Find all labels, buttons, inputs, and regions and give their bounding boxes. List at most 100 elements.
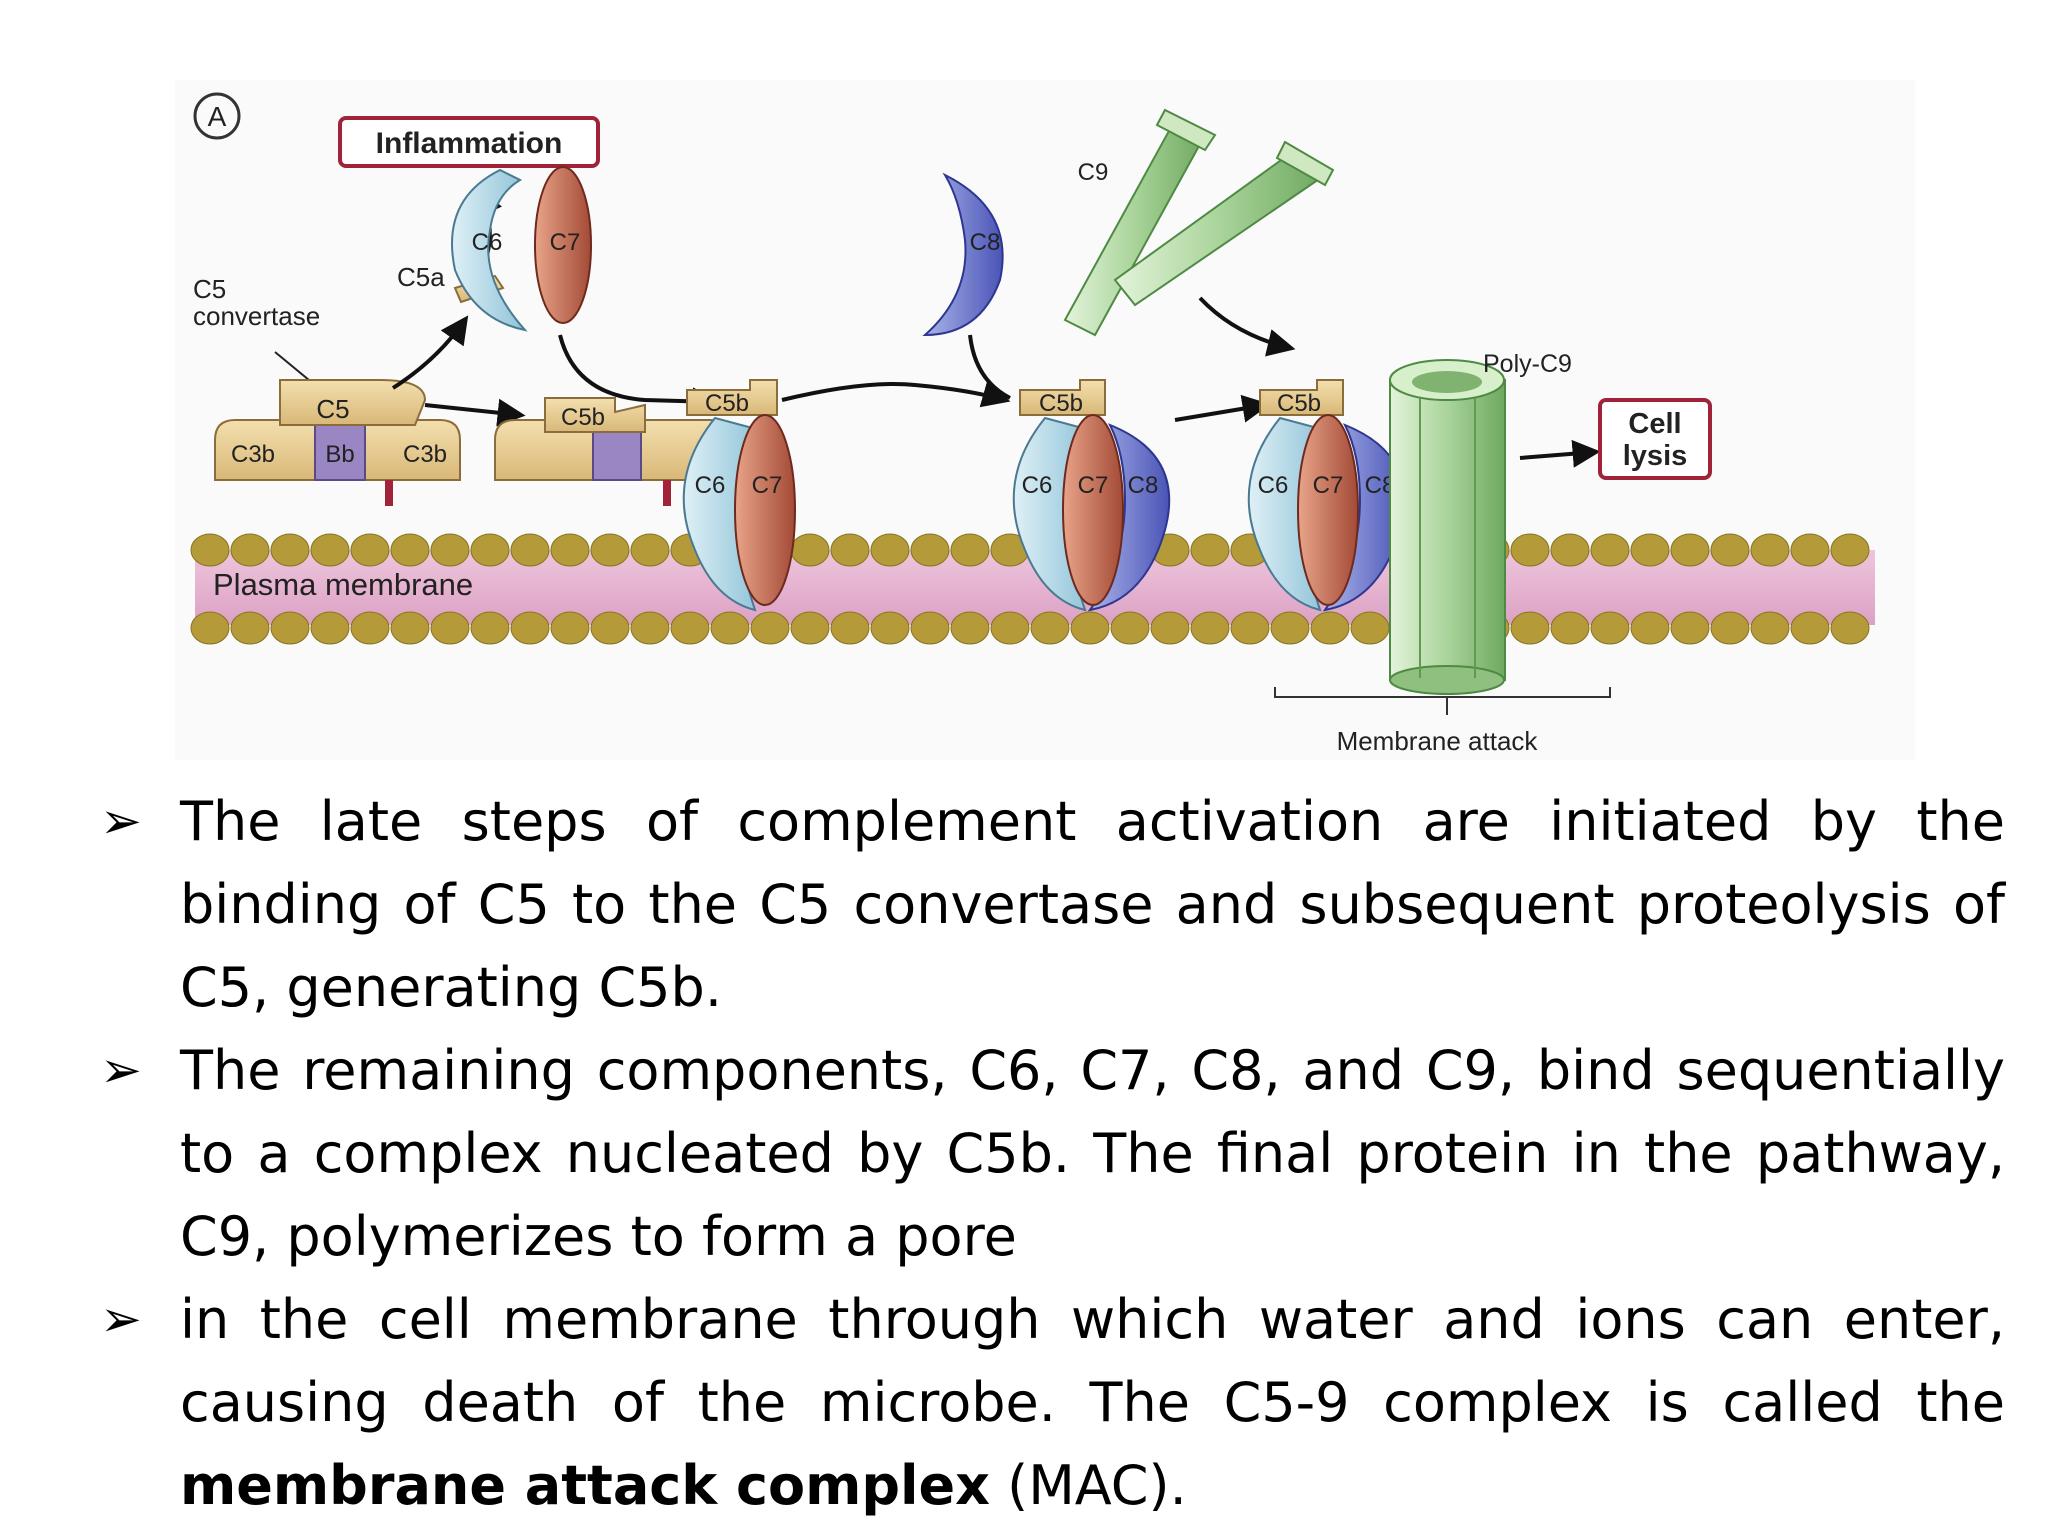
c9-monomers: C9 xyxy=(1063,108,1335,337)
lipid-head xyxy=(310,533,350,567)
lipid-head xyxy=(1350,611,1390,645)
lipid-head xyxy=(230,533,270,567)
lipid-head xyxy=(1070,611,1110,645)
lipid-head xyxy=(390,611,430,645)
lipid-head xyxy=(1510,611,1550,645)
lipid-head xyxy=(1590,533,1630,567)
svg-text:A: A xyxy=(208,101,227,132)
lipid-head xyxy=(670,611,710,645)
lipid-head xyxy=(1710,611,1750,645)
bb-label: Bb xyxy=(325,441,354,468)
svg-text:Cell: Cell xyxy=(1628,408,1681,440)
svg-text:C7: C7 xyxy=(550,229,581,256)
arrow-to-c5a xyxy=(391,315,469,390)
lipid-head xyxy=(1790,533,1830,567)
membrane-attack-label: Membrane attack xyxy=(1337,726,1539,756)
svg-text:C7: C7 xyxy=(752,472,783,499)
lipid-head xyxy=(870,611,910,645)
arrow-step-3 xyxy=(781,380,1011,408)
lipid-head xyxy=(1550,533,1590,567)
lipid-head xyxy=(1270,611,1310,645)
lipid-head xyxy=(1750,611,1790,645)
c5b-label-2: C5b xyxy=(561,404,605,431)
lipid-head xyxy=(790,611,830,645)
lipid-head xyxy=(430,533,470,567)
svg-text:C5b: C5b xyxy=(1039,390,1083,417)
lipid-head xyxy=(1190,533,1230,567)
lipid-head xyxy=(1110,611,1150,645)
lipid-head xyxy=(1630,611,1670,645)
lipid-head xyxy=(910,611,950,645)
bullet-arrow-icon: ➢ xyxy=(100,1041,142,1099)
svg-text:C8: C8 xyxy=(970,229,1001,256)
lipid-head xyxy=(1310,611,1350,645)
svg-text:C6: C6 xyxy=(472,229,503,256)
lipid-head xyxy=(950,611,990,645)
lipid-head xyxy=(190,533,230,567)
plasma-membrane xyxy=(190,533,1875,645)
c5b-c8-in-mac: C5b C6 C7 C8 xyxy=(1247,379,1406,612)
lipid-head xyxy=(1830,611,1870,645)
svg-text:C6: C6 xyxy=(1022,472,1053,499)
lipid-head xyxy=(550,611,590,645)
lipid-head xyxy=(590,533,630,567)
c3b-label-left: C3b xyxy=(231,441,275,468)
lipid-head xyxy=(1230,611,1270,645)
lipid-head xyxy=(710,611,750,645)
bullet-arrow-icon: ➢ xyxy=(100,792,142,850)
c5b-c6-c7-complex: C5b C6 C7 xyxy=(682,379,796,612)
lipid-head xyxy=(790,533,830,567)
c6-free: C6 xyxy=(451,168,528,332)
lipid-head xyxy=(1670,533,1710,567)
lipid-head xyxy=(1550,611,1590,645)
lipid-head xyxy=(270,533,310,567)
arrow-step-1 xyxy=(424,398,526,427)
lipid-head xyxy=(550,533,590,567)
bullet-1-text: The late steps of complement activation … xyxy=(180,790,2005,1019)
lipid-head xyxy=(950,533,990,567)
arrow-c8-join xyxy=(968,334,1011,400)
lipid-head xyxy=(1790,611,1830,645)
lipid-head xyxy=(510,611,550,645)
svg-text:C8: C8 xyxy=(1128,472,1159,499)
c5-convertase-label-line2: convertase xyxy=(193,301,320,331)
bullet-1: ➢ The late steps of complement activatio… xyxy=(100,780,2005,1029)
svg-text:Inflammation: Inflammation xyxy=(376,127,563,160)
svg-text:C5b: C5b xyxy=(705,390,749,417)
lipid-head xyxy=(430,611,470,645)
c5-label: C5 xyxy=(316,394,349,424)
lipid-head xyxy=(750,611,790,645)
poly-c9-label: Poly-C9 xyxy=(1483,350,1572,378)
c5a-label: C5a xyxy=(397,262,445,292)
lipid-head xyxy=(1750,533,1790,567)
lipid-head xyxy=(1630,533,1670,567)
lipid-head xyxy=(590,611,630,645)
c5-convertase-complex: C5 C3b Bb C3b xyxy=(214,379,461,506)
svg-text:lysis: lysis xyxy=(1623,440,1688,472)
lipid-head xyxy=(1150,611,1190,645)
c5-convertase-label-line1: C5 xyxy=(193,274,226,304)
bullet-2: ➢ The remaining components, C6, C7, C8, … xyxy=(100,1029,2005,1278)
lipid-head xyxy=(470,533,510,567)
svg-text:C6: C6 xyxy=(695,472,726,499)
inflammation-box: Inflammation xyxy=(338,116,600,168)
c8-free: C8 xyxy=(922,172,1004,337)
lipid-head xyxy=(1510,533,1550,567)
bullet-list: ➢ The late steps of complement activatio… xyxy=(100,780,2005,1527)
lipid-head xyxy=(630,611,670,645)
svg-text:C7: C7 xyxy=(1313,472,1344,499)
lipid-head xyxy=(350,611,390,645)
mac-term: membrane attack complex xyxy=(180,1454,990,1517)
c7-free: C7 xyxy=(534,166,592,324)
arrow-step-2 xyxy=(558,334,721,416)
lipid-head xyxy=(830,611,870,645)
bullet-3-text-pre: in the cell membrane through which water… xyxy=(180,1288,2005,1434)
c5b-on-convertase: C5b xyxy=(494,397,731,506)
cell-lysis-box: Cell lysis xyxy=(1598,398,1712,480)
bullet-3-text: in the cell membrane through which water… xyxy=(180,1288,2005,1517)
poly-c9-pore xyxy=(1389,359,1506,695)
lipid-head xyxy=(910,533,950,567)
lipid-head xyxy=(1830,533,1870,567)
lipid-head xyxy=(510,533,550,567)
lipid-head xyxy=(990,611,1030,645)
